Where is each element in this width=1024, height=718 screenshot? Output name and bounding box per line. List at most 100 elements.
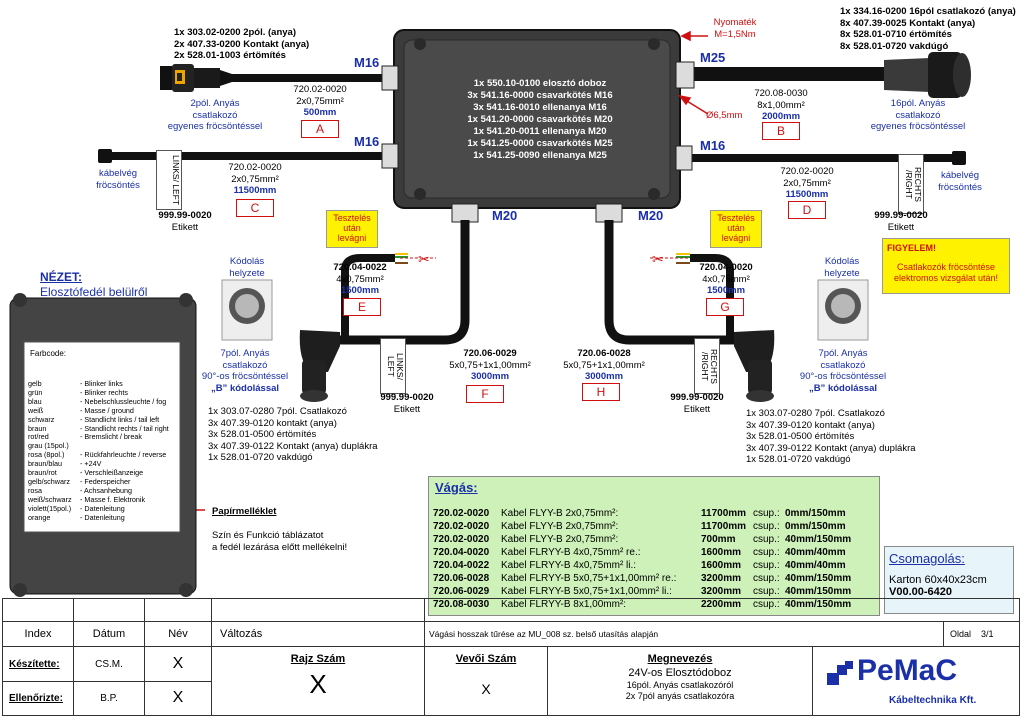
farbcode-row: braun/blau- +24V [28, 459, 178, 469]
etikett-top-left: 999.99-0020 Etikett [158, 210, 212, 233]
cable-end-right-label: kábelvég fröcsöntés [938, 170, 982, 193]
cable-h-letter: H [582, 383, 620, 401]
view-subtitle: Elosztófedél belülről [40, 285, 148, 299]
customer-no-cell: Vevői Szám X [424, 646, 548, 716]
cutting-title: Vágás: [435, 480, 478, 495]
top-right-parts: 1x 334.16-0200 16pól csatlakozó (anya) 8… [840, 6, 1016, 52]
paper-note-text: Szín és Funkció táblázatot a fedél lezár… [212, 530, 348, 553]
cutting-cell: 40mm/150mm [785, 599, 852, 610]
label-m20-left: M20 [492, 208, 518, 223]
cable-end-left-icon [98, 149, 112, 163]
cutting-cell: 1600mm [701, 547, 742, 558]
farbcode-function: - Masse / ground [80, 405, 134, 415]
cutting-cell: Kabel FLRYY-B 8x1,00mm²: [501, 599, 627, 610]
cutting-cell: Kabel FLYY-B 2x0,75mm²: [501, 521, 619, 532]
farbcode-color: braun/blau [28, 459, 62, 469]
farbcode-row: braun/rot- Verschleißanzeige [28, 468, 178, 478]
torque-label: Nyomaték M=1,5Nm [713, 17, 757, 40]
made-by: CS.M. [73, 646, 145, 682]
farbcode-color: rot/red [28, 432, 49, 442]
farbcode-color: grün [28, 387, 43, 397]
cutting-cell: 40mm/150mm [785, 586, 852, 597]
farbcode-row: grün- Blinker rechts [28, 387, 178, 398]
cutting-cell: csup.: [753, 560, 780, 571]
wires-e [395, 253, 408, 264]
cutting-row: 720.06-0028 Kabel FLRYY-B 5x0,75+1x1,00mm… [433, 572, 873, 585]
farbcode-color: schwarz [28, 414, 55, 424]
cutting-cell: 3200mm [701, 573, 742, 584]
farbcode-color: weiß [28, 405, 44, 415]
farbcode-color: braun/rot [28, 468, 57, 478]
scissors-icon: ✂ [652, 251, 664, 267]
packaging-line2: V00.00-6420 [889, 586, 952, 598]
connector-7pol-left-icon [299, 330, 340, 402]
farbcode-function: - Blinker links [80, 379, 123, 388]
label-m25: M25 [700, 50, 726, 65]
cable-c-spec: 720.02-0020 2x0,75mm² 11500mm [228, 162, 282, 196]
farbcode-function: - Datenleitung [80, 512, 125, 522]
warning-title: FIGYELEM! [887, 243, 936, 253]
cutting-cell: 0mm/150mm [785, 508, 846, 519]
cable-a [232, 74, 392, 82]
cutting-cell: 3200mm [701, 586, 742, 597]
cutting-cell: Kabel FLRYY-B 5x0,75+1x1,00mm² re.: [501, 573, 677, 584]
rechts-label-top: RECHTS /RIGHT [898, 154, 924, 214]
cutting-cell: 11700mm [701, 508, 747, 519]
farbcode-row: weiß - Masse / ground [28, 405, 178, 416]
farbcode-row: rot/red - Bremslicht / break [28, 433, 178, 442]
farbcode-row: violett(15pol.)- Datenleitung [28, 503, 178, 514]
cable-h-spec: 720.06-0028 5x0,75+1x1,00mm² 3000mm [563, 348, 645, 382]
connector7-label-left: 7pól. Anyás csatlakozó 90°-os fröcsöntés… [201, 348, 289, 394]
connector-7pol-right-icon [734, 330, 775, 402]
connector-16pol-icon [884, 52, 971, 98]
cable-d-spec: 720.02-0020 2x0,75mm² 11500mm [780, 166, 834, 200]
header-index: Index [2, 621, 74, 647]
packaging-box: Csomagolás: Karton 60x40x23cm V00.00-642… [884, 546, 1014, 614]
farbcode-row: rosa- Achsanhebung [28, 486, 178, 496]
label-m20-right: M20 [638, 208, 664, 223]
cable-h [604, 220, 745, 345]
top-left-parts: 1x 303.02-0200 2pól. (anya) 2x 407.33-02… [174, 27, 310, 61]
cutting-cell: csup.: [753, 534, 780, 545]
cable-e [341, 254, 395, 340]
header-date: Dátum [73, 621, 145, 647]
top-right-connector-label: 16pól. Anyás csatlakozó egyenes fröcsönt… [870, 98, 966, 132]
farbcode-row: orange- Datenleitung [28, 512, 178, 523]
diameter-label: Ø6,5mm [706, 110, 743, 121]
cable-g-spec: 720.04-0020 4x0,75mm² 1500mm [699, 262, 753, 296]
packaging-line1: Karton 60x40x23cm [889, 574, 987, 586]
cutting-cell: 720.06-0028 [433, 573, 490, 584]
cutting-cell: Kabel FLYY-B 2x0,75mm²: [501, 534, 619, 545]
farbcode-row: braun- Standlicht rechts / tail right [28, 424, 178, 434]
logo-text: PeMaC [857, 654, 958, 687]
cutting-cell: 720.04-0020 [433, 547, 490, 558]
drawing-no-cell: Rajz Szám X [211, 646, 425, 716]
farbcode-function: - Federspeicher [80, 476, 131, 486]
gland-m20-left [451, 203, 479, 223]
farbcode-function: - Datenleitung [80, 503, 125, 513]
designation-cell: Megnevezés 24V-os Elosztódoboz 16pól. An… [547, 646, 813, 716]
coding-right-icon [817, 279, 869, 341]
cutting-cell: 720.06-0029 [433, 586, 490, 597]
cutting-cell: 720.02-0020 [433, 521, 490, 532]
cable-a-spec: 720.02-0020 2x0,75mm² 500mm [293, 84, 347, 118]
farbcode-function: - Bremslicht / break [80, 432, 142, 442]
checked-x: X [144, 681, 212, 716]
cutting-cell: 40mm/40mm [785, 560, 846, 571]
label-m16-left: M16 [354, 134, 380, 149]
cutting-cell: 40mm/40mm [785, 547, 846, 558]
cutting-cell: csup.: [753, 586, 780, 597]
gland-m25 [675, 61, 695, 89]
cable-b [676, 67, 886, 81]
farbcode-color: grau (15pol.) [28, 441, 69, 451]
farbcode-function: - Nebelschlussleuchte / fog [80, 396, 167, 406]
cable-e-spec: 720.04-0022 4x0,75mm² 1500mm [333, 262, 387, 296]
